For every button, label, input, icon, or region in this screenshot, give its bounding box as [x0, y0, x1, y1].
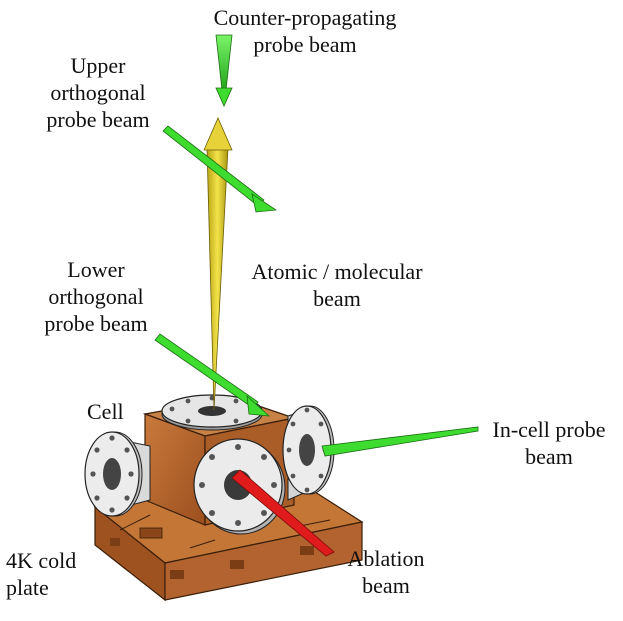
atomic-molecular-label: Atomic / molecular beam — [228, 258, 446, 312]
in-cell-probe-line-1: In-cell probe — [492, 417, 606, 442]
counter-propagating-beam — [215, 34, 233, 107]
in-cell-probe-label: In-cell probe beam — [478, 416, 620, 470]
in-cell-probe-line-2: beam — [525, 444, 573, 469]
cold-plate-line-1: 4K cold — [6, 548, 77, 573]
lower-orthogonal-line-3: probe beam — [44, 311, 148, 336]
upper-orthogonal-beam — [162, 125, 278, 213]
counter-propagating-line-1: Counter-propagating — [213, 5, 397, 30]
left-flange — [84, 431, 151, 517]
lower-orthogonal-beam — [154, 333, 271, 417]
molecular-beam — [203, 117, 233, 411]
upper-orthogonal-line-2: orthogonal — [50, 80, 146, 105]
cold-plate-line-2: plate — [6, 575, 49, 600]
top-flange — [161, 394, 263, 431]
lower-orthogonal-label: Lower orthogonal probe beam — [20, 256, 172, 337]
front-flange — [193, 438, 286, 535]
counter-propagating-line-2: probe beam — [253, 32, 357, 57]
upper-orthogonal-label: Upper orthogonal probe beam — [22, 52, 174, 133]
lower-orthogonal-line-2: orthogonal — [48, 284, 144, 309]
lower-orthogonal-line-1: Lower — [67, 257, 125, 282]
atomic-molecular-line-2: beam — [313, 286, 361, 311]
right-flange — [282, 405, 335, 501]
ablation-line-1: Ablation — [347, 546, 425, 571]
in-cell-probe-beam — [321, 426, 479, 457]
cold-plate-label: 4K cold plate — [6, 547, 76, 601]
ablation-beam — [231, 469, 335, 557]
atomic-molecular-line-1: Atomic / molecular — [251, 259, 423, 284]
ablation-line-2: beam — [362, 573, 410, 598]
ablation-label: Ablation beam — [336, 545, 436, 599]
counter-propagating-label: Counter-propagating probe beam — [185, 4, 425, 58]
upper-orthogonal-line-1: Upper — [70, 53, 126, 78]
cell-label: Cell — [87, 399, 124, 424]
upper-orthogonal-line-3: probe beam — [46, 107, 150, 132]
